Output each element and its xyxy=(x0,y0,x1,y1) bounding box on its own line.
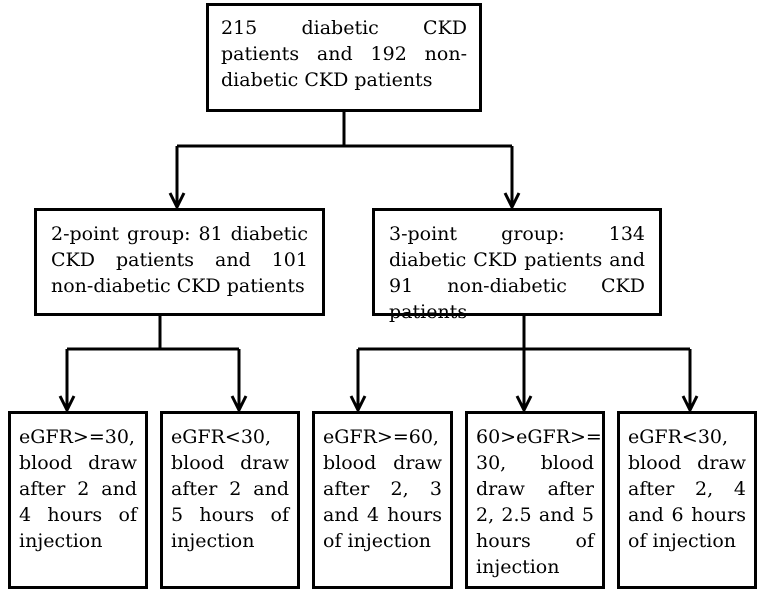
arrowhead-left-group xyxy=(168,192,186,211)
3-point-group-box: 3-point group: 134 diabetic CKD patients… xyxy=(372,208,662,323)
arrowhead-right-group xyxy=(503,192,521,211)
subgroup-box-egfr-ge-60: eGFR>=60, blood draw after 2, 3 and 4 ho… xyxy=(312,411,453,589)
total-patients-box: 215 diabetic CKD patients and 192 non-di… xyxy=(206,3,482,112)
arrowhead-subgroup-1 xyxy=(58,395,76,414)
arrowhead-subgroup-4 xyxy=(515,395,533,414)
subgroup-box-egfr-30-60: 60>eGFR>= 30, blood draw after 2, 2.5 an… xyxy=(465,411,605,589)
arrowhead-subgroup-2 xyxy=(230,395,248,414)
subgroup-box-egfr-lt-30-2pt: eGFR<30, blood draw after 2 and 5 hours … xyxy=(160,411,300,589)
arrowhead-subgroup-5 xyxy=(681,395,699,414)
subgroup-box-egfr-lt-30-3pt: eGFR<30, blood draw after 2, 4 and 6 hou… xyxy=(617,411,757,589)
2-point-group-box: 2-point group: 81 diabetic CKD patients … xyxy=(34,208,325,316)
subgroup-box-egfr-ge-30: eGFR>=30, blood draw after 2 and 4 hours… xyxy=(8,411,148,589)
arrowhead-subgroup-3 xyxy=(349,395,367,414)
